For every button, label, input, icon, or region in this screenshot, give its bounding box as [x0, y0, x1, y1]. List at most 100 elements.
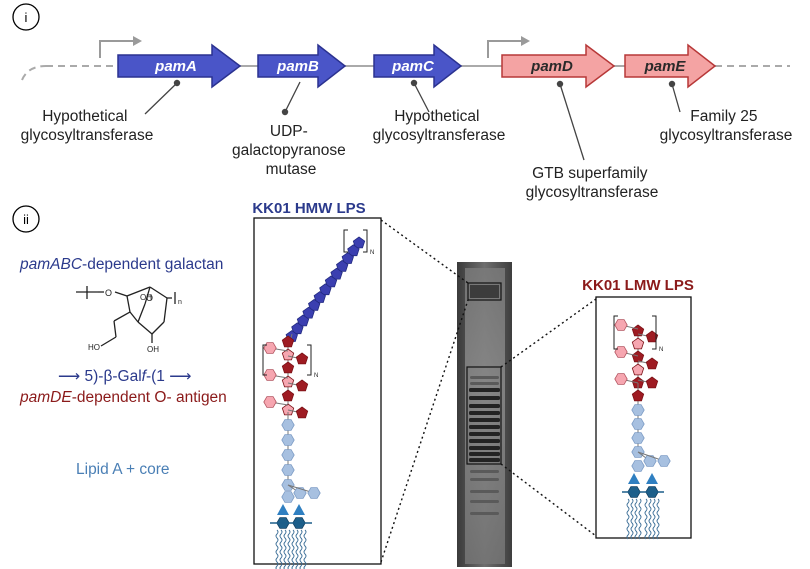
gel-band	[469, 432, 500, 436]
repeat-bracket-right	[363, 229, 368, 253]
lipid-tail	[279, 529, 283, 569]
lipid-tail	[287, 529, 291, 569]
oantigen-residue	[281, 348, 295, 361]
leader-pamB	[284, 81, 301, 113]
leader-pamB-dot	[281, 108, 289, 116]
gene-pamD: pamD	[501, 43, 616, 89]
gel-band	[470, 285, 499, 298]
repeat-n-label: N	[659, 347, 663, 353]
oantigen-residue	[631, 337, 645, 350]
core-residue	[281, 491, 295, 503]
leader-pamE	[671, 83, 681, 113]
annotation-pamC: Hypothetical glycosyltransferase	[373, 108, 506, 144]
promoter-1-head	[133, 36, 142, 46]
kdo-residue	[646, 473, 658, 484]
leader-pamC	[413, 82, 430, 113]
oantigen-label: pamDE-dependent O- antigen	[19, 389, 227, 406]
galactan-residue	[291, 322, 304, 335]
gel-band	[470, 376, 499, 379]
lipid-tail	[283, 529, 287, 569]
panel-i: i pamA pamB pamC pamD	[12, 3, 793, 201]
gel-image	[457, 262, 512, 567]
galactan-residue	[352, 236, 366, 249]
leader-pamE-dot	[668, 80, 676, 88]
oantigen-branch	[614, 373, 628, 385]
galactan-residue	[308, 298, 321, 311]
panel-i-badge	[12, 3, 40, 31]
oantigen-residue	[281, 375, 295, 388]
gene-pamE-label: pamE	[644, 58, 687, 75]
oantigen-residue	[281, 389, 295, 402]
repeat-bracket-right	[307, 344, 312, 376]
repeat-bracket-left	[613, 315, 618, 350]
gel-hmw-region	[467, 282, 502, 301]
zoom-line-lmw-bottom	[500, 463, 597, 537]
repeat-bracket-left	[262, 344, 267, 376]
gel-band	[470, 382, 499, 385]
lipid-tail	[299, 529, 303, 569]
gel-lmw-region	[466, 366, 502, 465]
oantigen-residue	[631, 389, 645, 402]
annotation-pamB: UDP- galactopyranose mutase	[232, 123, 350, 178]
gel-band	[470, 478, 499, 481]
annotation-pamD: GTB superfamily glycosyltransferase	[526, 165, 659, 201]
lipid-tail	[638, 498, 642, 540]
repeat-bracket-right	[652, 315, 657, 350]
gel-band	[469, 418, 500, 422]
promoter-1	[99, 40, 133, 58]
oantigen-residue	[281, 361, 295, 374]
kdo-residue	[293, 504, 305, 515]
lipid-label: Lipid A + core	[76, 461, 170, 478]
galactan-residue	[341, 252, 354, 264]
lipid-tail	[291, 529, 295, 569]
gel-band	[469, 411, 500, 415]
oantigen-branch	[645, 357, 659, 370]
gel-band	[469, 439, 500, 443]
core-residue	[631, 404, 645, 416]
gene-pamC: pamC	[373, 43, 463, 89]
annotation-pamA: Hypothetical glycosyltransferase	[21, 108, 154, 144]
chem-oh2: OH	[147, 345, 159, 354]
galactan-residue	[319, 283, 332, 296]
core-residue	[631, 460, 645, 472]
gel-band	[469, 425, 500, 429]
galactan-label: pamABC-dependent galactan	[19, 256, 223, 273]
oantigen-branch	[614, 319, 628, 331]
lipid-tail	[634, 498, 638, 540]
oantigen-branch	[614, 346, 628, 358]
annotation-pamE: Family 25 glycosyltransferase	[660, 108, 793, 144]
galactan-residue	[324, 275, 338, 288]
repeat-n-label: N	[370, 250, 374, 256]
gel-band	[470, 500, 499, 503]
oantigen-branch	[645, 330, 659, 343]
lipid-tail	[652, 498, 656, 540]
gel-band	[469, 458, 500, 462]
hmw-box	[253, 217, 382, 565]
kdo-residue	[628, 473, 640, 484]
panel-ii-label: ii	[23, 212, 29, 227]
oantigen-branch	[263, 396, 277, 408]
hmw-lps-structure: NN	[262, 229, 374, 569]
gel-band	[470, 490, 499, 493]
lipid-tail	[644, 498, 648, 540]
oantigen-residue	[631, 363, 645, 376]
lipid-tail	[303, 529, 307, 569]
chem-o-ring: O	[146, 293, 153, 303]
galactan-residue	[347, 244, 360, 257]
promoter-2-head	[521, 36, 530, 46]
chem-ho: HO	[88, 343, 100, 352]
promoter-2	[487, 40, 521, 58]
oantigen-residue	[281, 335, 295, 348]
zoom-line-hmw-top	[380, 219, 469, 284]
zoom-line-hmw-bottom	[380, 299, 469, 563]
core-residue	[281, 449, 295, 461]
lmw-box	[595, 296, 692, 539]
core-branch	[307, 487, 321, 499]
genome-line-left	[21, 65, 47, 81]
lipid-tail	[295, 529, 299, 569]
core-branch	[293, 487, 307, 499]
panel-i-label: i	[25, 10, 28, 25]
oantigen-branch	[295, 406, 309, 419]
galactan-residue	[302, 306, 315, 319]
